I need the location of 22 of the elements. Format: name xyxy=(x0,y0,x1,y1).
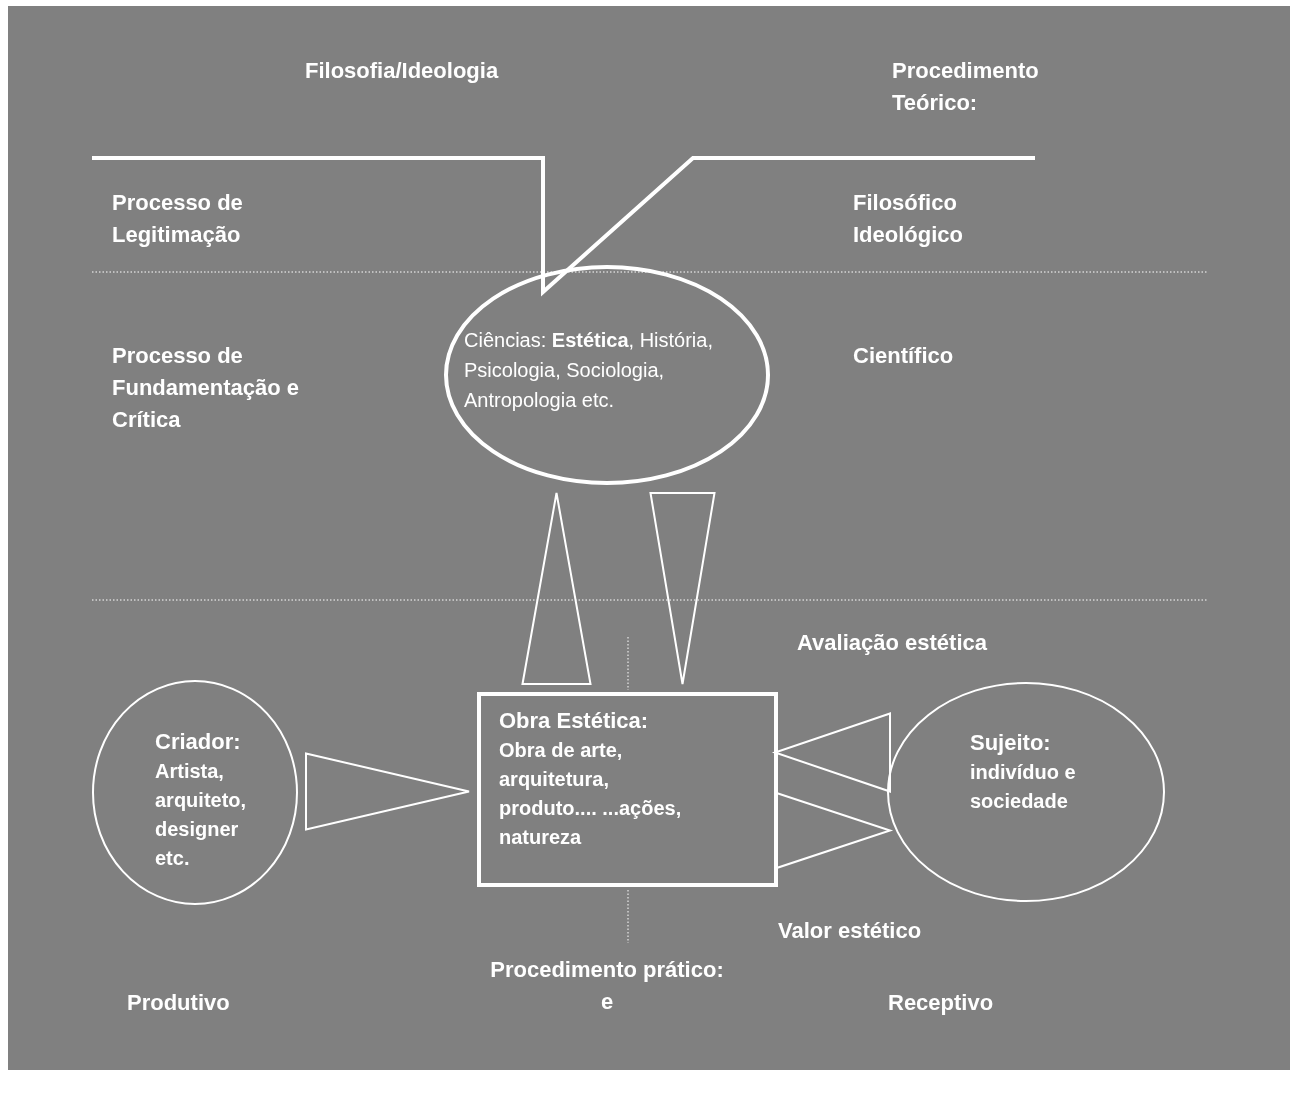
label: Filosófico Ideológico xyxy=(853,189,964,249)
triangle-arrow xyxy=(771,712,891,793)
label: Processo de Legitimação xyxy=(112,189,244,249)
label: Científico xyxy=(853,342,955,370)
node-text: indivíduo e sociedade xyxy=(970,760,1077,814)
triangle-arrow xyxy=(305,752,470,831)
triangle-arrow xyxy=(521,492,592,685)
label: Procedimento prático: e xyxy=(489,956,725,1016)
node-title: Sujeito: xyxy=(970,729,1052,757)
node-title: Criador: xyxy=(155,728,242,756)
label: Procedimento Teórico: xyxy=(892,57,1040,117)
label: Valor estético xyxy=(778,917,923,945)
label: Produtivo xyxy=(127,989,231,1017)
label: Receptivo xyxy=(888,989,995,1017)
node-text: Artista, arquiteto, designer etc. xyxy=(155,759,248,871)
node-text: Obra de arte, arquitetura, produto.... ...ações, natureza xyxy=(499,738,683,850)
node-title: Obra Estética: xyxy=(499,707,650,735)
label: Filosofia/Ideologia xyxy=(305,57,500,85)
node-text: Ciências: Estética, História, Psicologia, Sociologia, Antropologia etc. xyxy=(464,328,714,413)
label: Avaliação estética xyxy=(797,629,988,657)
label: Processo de Fundamentação e Crítica xyxy=(112,342,301,434)
triangle-arrow xyxy=(649,492,716,685)
